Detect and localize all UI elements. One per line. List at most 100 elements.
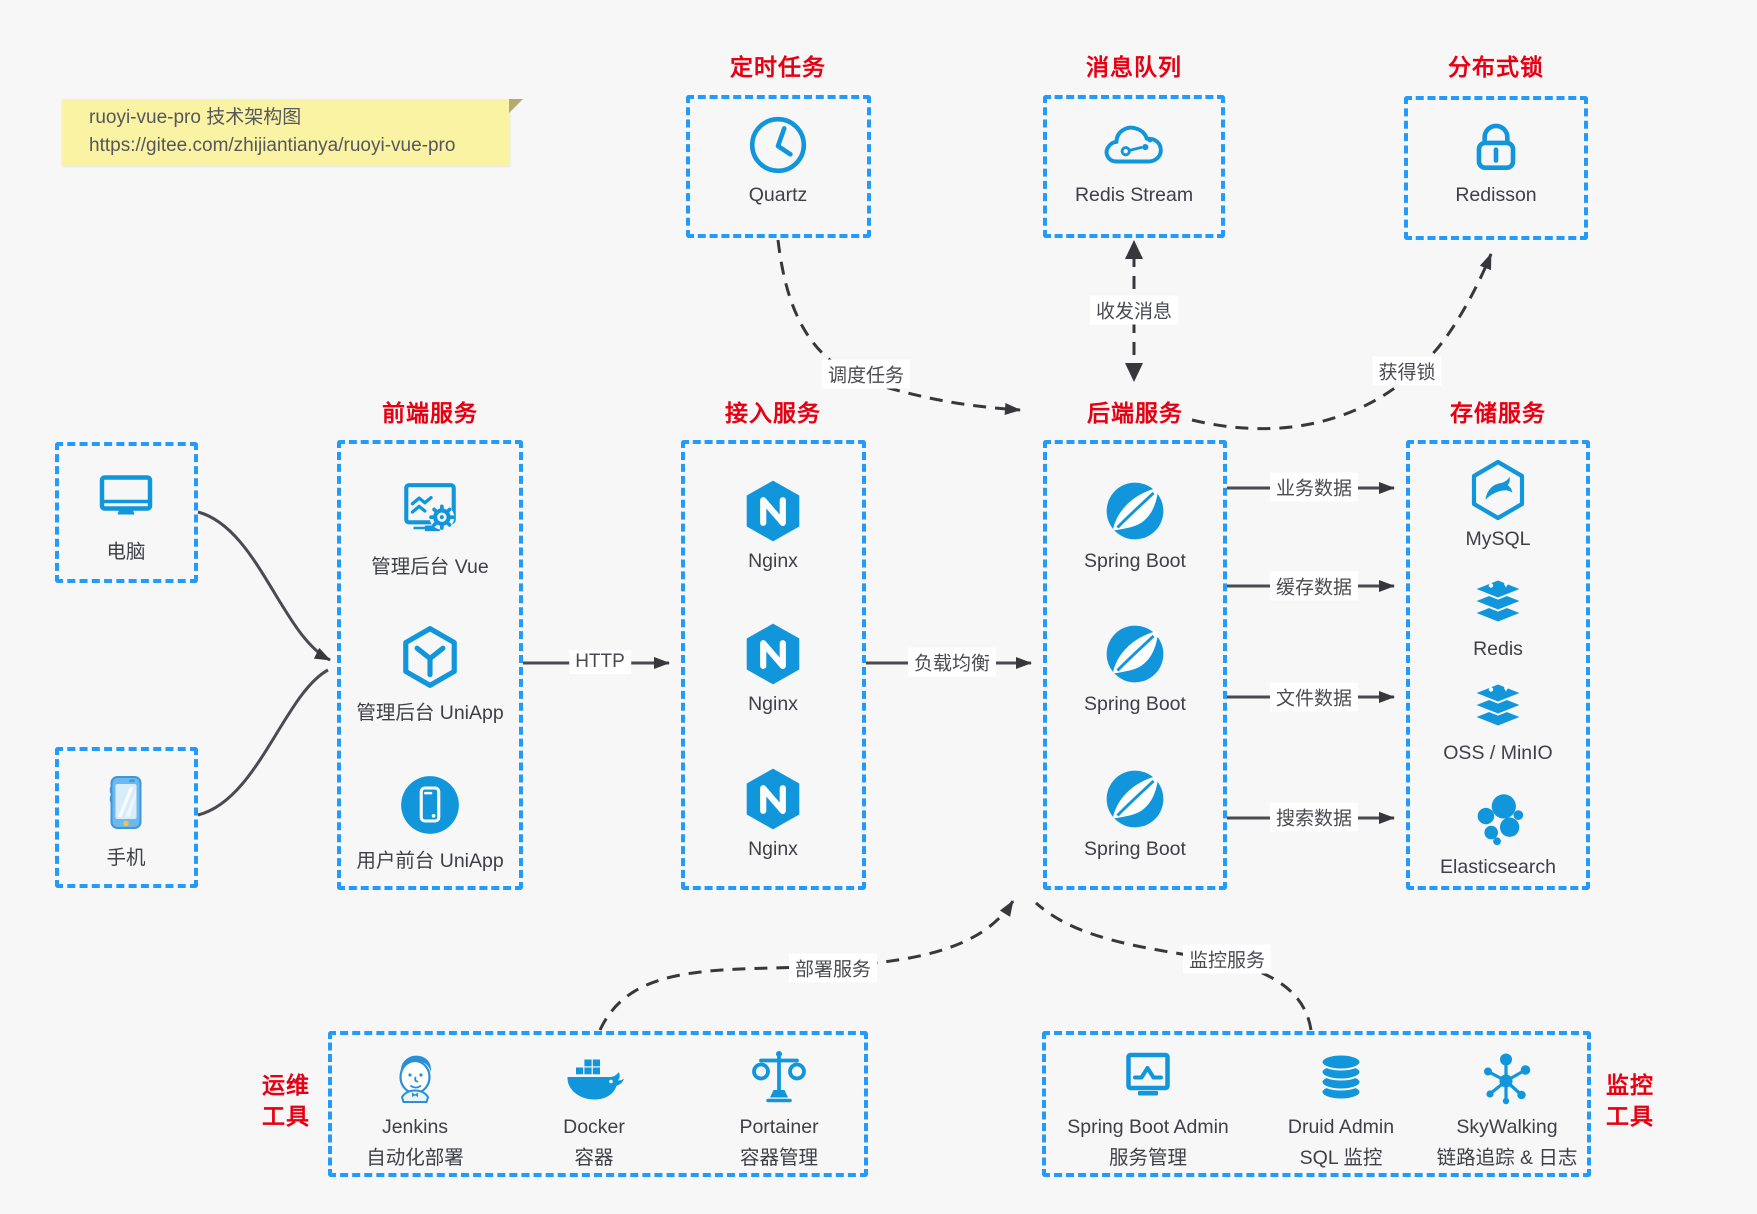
node-nginx-1: Nginx — [683, 478, 863, 573]
node-sublabel: 自动化部署 — [366, 1147, 464, 1169]
node-mysql: MySQL — [1408, 458, 1588, 551]
edge-label-acquire-lock: 获得锁 — [1372, 356, 1442, 386]
elasticsearch-icon — [1477, 794, 1524, 846]
jenkins-icon — [399, 1055, 432, 1103]
sticky-note: ruoyi-vue-pro 技术架构图 https://gitee.com/zh… — [62, 99, 523, 166]
edge-label-monitor-service: 监控服务 — [1182, 944, 1272, 974]
nginx-icon — [746, 480, 800, 542]
edge-pc-to-frontend — [197, 510, 331, 662]
node-label: Docker — [563, 1116, 625, 1138]
note-title: ruoyi-vue-pro 技术架构图 — [89, 107, 302, 128]
node-jenkins: Jenkins 自动化部署 — [315, 1046, 515, 1170]
node-label: Druid Admin — [1287, 1116, 1395, 1138]
node-label: Portainer — [739, 1116, 819, 1138]
node-label: 用户前台 UniApp — [356, 850, 504, 872]
node-label: 手机 — [106, 847, 146, 869]
padlock-icon — [1476, 123, 1516, 171]
node-label: Spring Boot — [1084, 550, 1186, 572]
edge-label-http: HTTP — [569, 650, 631, 674]
node-spring-boot-3: Spring Boot — [1045, 766, 1225, 861]
node-label: Quartz — [748, 184, 808, 206]
node-label: Spring Boot Admin — [1067, 1116, 1229, 1138]
clock-icon — [749, 116, 807, 174]
node-label: Redis — [1473, 638, 1523, 660]
cloud-network-icon — [1104, 125, 1163, 164]
node-label: SkyWalking — [1456, 1116, 1558, 1138]
node-label: 电脑 — [106, 541, 146, 563]
redis-icon — [1471, 578, 1525, 624]
monitoring-box — [1042, 1031, 1591, 1177]
node-label: Spring Boot — [1084, 838, 1186, 860]
edge-monitor-service — [1034, 901, 1313, 1031]
druid-icon — [1320, 1053, 1362, 1101]
frontend-box — [337, 440, 523, 890]
msg-arrowhead-up — [1125, 240, 1143, 259]
node-label: OSS / MinIO — [1443, 742, 1553, 764]
node-oss-minio: OSS / MinIO — [1408, 672, 1588, 765]
title-frontend: 前端服务 — [382, 400, 478, 426]
node-spring-boot-2: Spring Boot — [1045, 621, 1225, 716]
nginx-icon — [746, 768, 800, 830]
gateway-box — [681, 440, 866, 890]
node-label: Elasticsearch — [1440, 856, 1556, 878]
node-label: Jenkins — [381, 1116, 449, 1138]
edge-acquire-lock — [1191, 253, 1493, 431]
oss-icon — [1471, 682, 1525, 728]
title-backend: 后端服务 — [1087, 400, 1183, 426]
node-quartz: Quartz — [688, 112, 868, 207]
title-mq: 消息队列 — [1086, 54, 1182, 80]
node-user-uniapp: 用户前台 UniApp — [340, 772, 520, 873]
uniapp-cube-icon — [403, 626, 457, 688]
docker-icon — [567, 1059, 624, 1100]
node-label: 管理后台 Vue — [371, 556, 489, 578]
spring-icon — [1106, 482, 1164, 540]
skywalking-icon — [1484, 1053, 1531, 1105]
phone-box — [55, 747, 198, 888]
mq-box — [1043, 95, 1225, 238]
devops-box — [328, 1031, 868, 1177]
edge-label-msg-send-receive: 收发消息 — [1089, 295, 1179, 325]
edge-label-deploy-service: 部署服务 — [788, 953, 878, 983]
node-label: Nginx — [748, 838, 798, 860]
node-label: Spring Boot — [1084, 693, 1186, 715]
node-docker: Docker 容器 — [494, 1046, 694, 1170]
node-sublabel: SQL 监控 — [1299, 1147, 1383, 1169]
node-elasticsearch: Elasticsearch — [1408, 788, 1588, 879]
backend-box — [1043, 440, 1227, 890]
spring-icon — [1106, 770, 1164, 828]
node-redisson: Redisson — [1406, 112, 1586, 207]
node-admin-uniapp: 管理后台 UniApp — [340, 624, 520, 725]
node-sublabel: 容器 — [574, 1147, 614, 1169]
note-fold-corner — [509, 99, 523, 113]
node-label: Nginx — [748, 693, 798, 715]
node-sublabel: 链路追踪 & 日志 — [1436, 1147, 1578, 1169]
node-pc: 电脑 — [46, 465, 206, 564]
node-label: 管理后台 UniApp — [356, 702, 504, 724]
spring-boot-admin-icon — [1126, 1052, 1170, 1096]
node-druid-admin: Druid Admin SQL 监控 — [1226, 1046, 1456, 1170]
edge-label-file-data: 文件数据 — [1269, 682, 1359, 712]
node-sublabel: 服务管理 — [1108, 1147, 1187, 1169]
node-redis: Redis — [1408, 568, 1588, 661]
node-skywalking: SkyWalking 链路追踪 & 日志 — [1392, 1046, 1622, 1170]
edge-label-business-data: 业务数据 — [1269, 472, 1359, 502]
node-label: Nginx — [748, 550, 798, 572]
title-gateway: 接入服务 — [725, 400, 821, 426]
lock-box — [1404, 96, 1588, 240]
node-sublabel: 容器管理 — [739, 1147, 818, 1169]
smartphone-icon — [109, 776, 142, 829]
edge-label-schedule-task: 调度任务 — [821, 359, 911, 389]
pc-box — [55, 442, 198, 583]
node-admin-vue: 管理后台 Vue — [340, 478, 520, 579]
mysql-icon — [1471, 459, 1525, 521]
note-url: https://gitee.com/zhijiantianya/ruoyi-vu… — [89, 135, 456, 156]
spring-icon — [1106, 625, 1164, 683]
portainer-icon — [752, 1051, 806, 1103]
node-spring-boot-1: Spring Boot — [1045, 478, 1225, 573]
title-monitoring: 监控 工具 — [1606, 1072, 1654, 1129]
admin-vue-icon — [404, 483, 456, 532]
node-redis-stream: Redis Stream — [1044, 112, 1224, 207]
node-portainer: Portainer 容器管理 — [679, 1046, 879, 1170]
title-scheduler: 定时任务 — [730, 54, 826, 80]
